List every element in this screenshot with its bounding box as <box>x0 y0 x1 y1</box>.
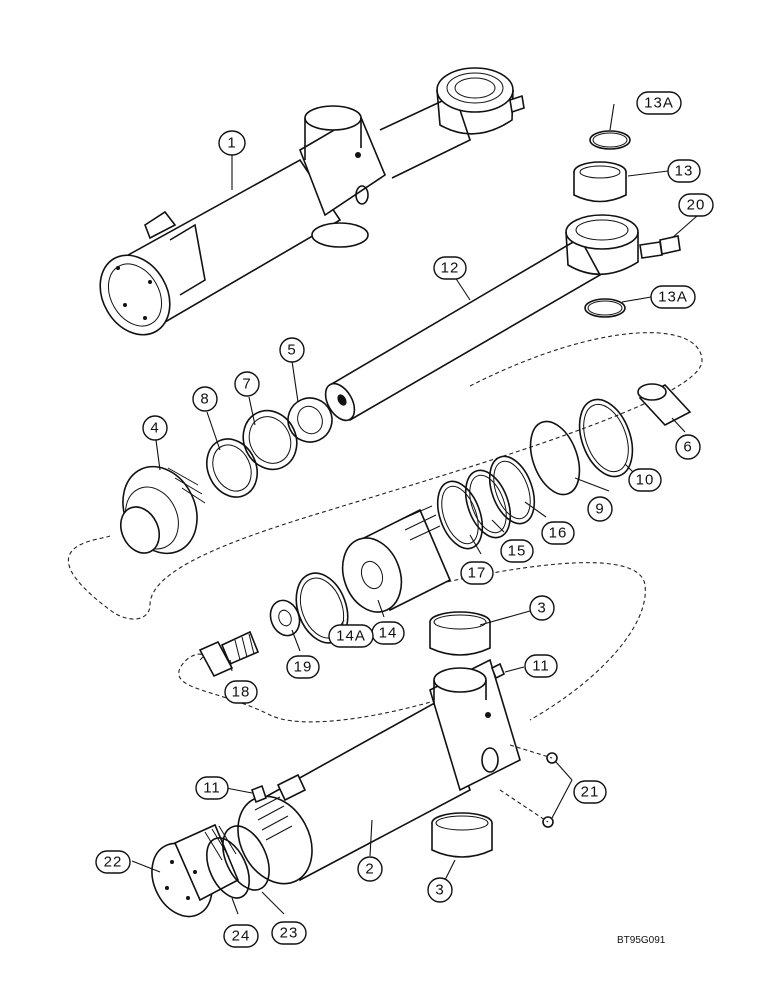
callout-11-lower: 11 <box>195 776 229 800</box>
grease-fitting-11-lower <box>251 784 267 804</box>
callout-13-label: 13 <box>675 163 694 180</box>
callout-9-label: 9 <box>595 501 604 518</box>
o-ring-9 <box>529 420 581 496</box>
leader-lines <box>131 103 698 915</box>
callout-8: 8 <box>192 386 218 412</box>
piston-14 <box>341 505 452 613</box>
callout-10-label: 10 <box>636 472 655 489</box>
callout-5: 5 <box>279 337 305 363</box>
callout-14a: 14A <box>328 624 374 648</box>
callout-4-label: 4 <box>150 420 159 437</box>
callout-20-label: 20 <box>687 197 706 214</box>
cylinder-barrel-upper <box>99 67 525 336</box>
bushing-6 <box>637 383 692 426</box>
callout-13a-lower: 13A <box>650 285 696 309</box>
cylinder-barrel-lower <box>237 658 521 885</box>
callout-13a-upper: 13A <box>636 91 682 115</box>
bolt-18 <box>198 630 260 678</box>
assembly-path-upper <box>67 332 703 620</box>
callout-10: 10 <box>628 468 662 492</box>
retaining-ring-13a-lower <box>584 298 626 318</box>
callout-24-label: 24 <box>232 928 251 945</box>
callout-13: 13 <box>667 159 701 183</box>
callout-1: 1 <box>218 130 246 156</box>
bushing-3-upper <box>429 611 491 656</box>
seal-7 <box>242 409 298 471</box>
assembly-path-lower <box>178 562 646 723</box>
callout-22-label: 22 <box>104 854 123 871</box>
callout-21-label: 21 <box>581 784 600 801</box>
callout-1-label: 1 <box>227 135 236 152</box>
grease-fitting-20 <box>659 235 681 255</box>
callout-3-upper: 3 <box>529 595 555 621</box>
drawing-code: BT95G091 <box>617 935 666 946</box>
callout-2: 2 <box>357 856 383 882</box>
callout-17-label: 17 <box>468 565 487 582</box>
callout-9: 9 <box>587 496 613 522</box>
callout-6-label: 6 <box>683 439 692 456</box>
callout-11-lower-label: 11 <box>203 780 221 797</box>
seal-8 <box>206 438 258 498</box>
callout-16: 16 <box>541 521 575 545</box>
seal-16 <box>488 455 536 525</box>
callout-14-label: 14 <box>379 625 398 642</box>
gland-4 <box>119 465 206 555</box>
seal-15 <box>464 469 512 539</box>
callout-6: 6 <box>675 434 701 460</box>
callout-16-label: 16 <box>549 525 568 542</box>
grease-fitting-11-upper <box>490 662 506 680</box>
callout-15: 15 <box>500 539 534 563</box>
bushing-3-lower <box>431 812 493 858</box>
callout-3-upper-label: 3 <box>537 600 546 617</box>
washer-5 <box>287 397 333 443</box>
callout-12-label: 12 <box>441 260 460 277</box>
callout-15-label: 15 <box>508 543 527 560</box>
callout-19-label: 19 <box>294 659 313 676</box>
seal-17 <box>436 480 484 550</box>
callout-11-upper-label: 11 <box>532 658 550 675</box>
callout-19: 19 <box>286 655 320 679</box>
callout-13a-upper-label: 13A <box>644 95 674 112</box>
callout-18: 18 <box>224 680 258 704</box>
callout-14a-label: 14A <box>336 628 366 645</box>
callout-17: 17 <box>460 561 494 585</box>
callout-24: 24 <box>223 924 259 948</box>
washer-19 <box>269 599 301 637</box>
callout-12: 12 <box>433 256 467 280</box>
callout-2-label: 2 <box>365 861 374 878</box>
callout-20: 20 <box>678 193 714 217</box>
callout-14: 14 <box>371 621 405 645</box>
callout-4: 4 <box>142 415 168 441</box>
o-ring-24 <box>206 837 250 899</box>
callout-18-label: 18 <box>232 684 251 701</box>
callout-13a-lower-label: 13A <box>658 289 688 306</box>
backup-ring-10 <box>578 398 634 478</box>
backup-ring-23 <box>222 825 270 891</box>
callout-11-upper: 11 <box>524 654 558 678</box>
bushing-13 <box>573 161 627 203</box>
callout-8-label: 8 <box>200 391 209 408</box>
callout-21: 21 <box>573 780 607 804</box>
callout-3-lower-label: 3 <box>435 882 444 899</box>
callout-22: 22 <box>95 850 131 874</box>
piston-rod <box>324 214 663 422</box>
callout-7-label: 7 <box>242 376 251 393</box>
callout-3-lower: 3 <box>427 877 453 903</box>
callout-23: 23 <box>271 921 307 945</box>
callout-23-label: 23 <box>280 925 299 942</box>
callout-7: 7 <box>234 371 260 397</box>
retaining-ring-13a-upper <box>589 130 631 150</box>
callout-5-label: 5 <box>287 342 296 359</box>
